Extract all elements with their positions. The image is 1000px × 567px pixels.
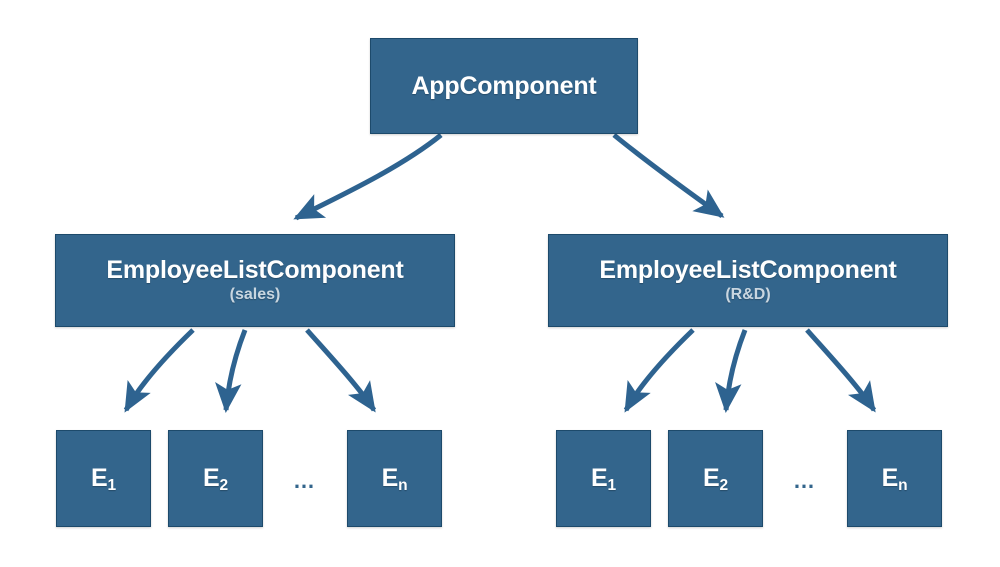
node-employee-sales-1-label: E1 xyxy=(91,464,116,494)
edge-sales-to-leaf-2 xyxy=(215,329,248,413)
node-employee-rd-n-label: En xyxy=(881,464,908,494)
node-employee-sales-n-label: En xyxy=(381,464,408,494)
edge-rd-to-leaf-2 xyxy=(715,329,748,413)
node-employee-list-sales: EmployeeListComponent (sales) xyxy=(55,234,455,327)
node-employee-sales-2: E2 xyxy=(168,430,263,527)
node-employee-rd-1: E1 xyxy=(556,430,651,527)
node-employee-rd-2: E2 xyxy=(668,430,763,527)
edge-app-to-sales xyxy=(293,133,443,221)
node-employee-list-sales-label: EmployeeListComponent xyxy=(106,256,404,285)
edge-sales-to-leaf-1 xyxy=(123,328,195,413)
node-employee-sales-n: En xyxy=(347,430,442,527)
node-app-component: AppComponent xyxy=(370,38,638,134)
node-employee-sales-2-label: E2 xyxy=(203,464,228,494)
node-employee-rd-n: En xyxy=(847,430,942,527)
edge-rd-to-leaf-n xyxy=(805,328,877,413)
node-employee-list-rd: EmployeeListComponent (R&D) xyxy=(548,234,948,327)
ellipsis-sales: … xyxy=(293,468,317,493)
node-employee-rd-2-label: E2 xyxy=(703,464,728,494)
node-employee-list-sales-subtitle: (sales) xyxy=(229,285,281,303)
ellipsis-rd: … xyxy=(793,468,817,493)
edge-app-to-rd xyxy=(612,133,725,219)
node-employee-list-rd-label: EmployeeListComponent xyxy=(599,256,897,285)
edge-sales-to-leaf-n xyxy=(305,328,377,413)
node-employee-list-rd-subtitle: (R&D) xyxy=(725,285,771,303)
node-app-component-label: AppComponent xyxy=(411,71,597,100)
node-employee-sales-1: E1 xyxy=(56,430,151,527)
edge-rd-to-leaf-1 xyxy=(623,328,695,413)
node-employee-rd-1-label: E1 xyxy=(591,464,616,494)
